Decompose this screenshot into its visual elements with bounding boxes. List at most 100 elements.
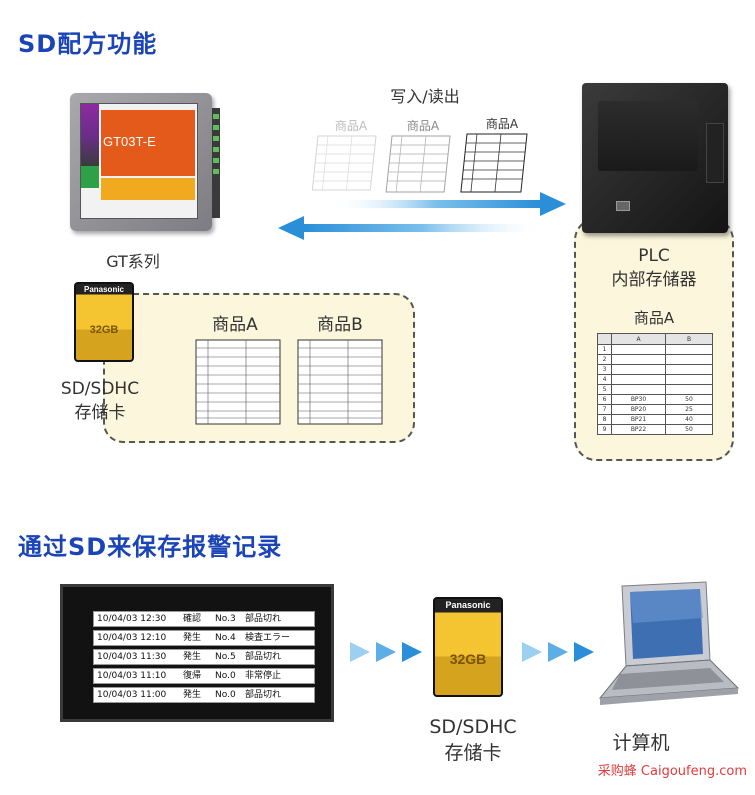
read-arrow-left [278,216,544,240]
plc-label-line2: 内部存储器 [611,270,697,290]
plc-table-cell: 4 [597,374,612,385]
plc-table-cell: 7 [597,404,612,415]
chevron-arrow-icon [522,642,542,662]
chevron-arrow-icon [350,642,370,662]
plc-table-cell: 5 [597,384,612,395]
alarm-type: 復帰 [183,671,202,681]
alarm-time: 10/04/03 11:30 [97,652,167,662]
section-title-alarm-log: 通过SD来保存报警记录 [18,533,283,561]
flying-table-title-2: 商品A [406,119,440,133]
alarm-time: 10/04/03 12:30 [97,614,167,624]
flying-table-3 [460,133,528,193]
sd-card-capacity: 32GB [89,324,119,336]
plc-table-cell: BP20 [611,404,666,415]
alarm-time: 10/04/03 11:00 [97,690,167,700]
plc-col-a: A [611,333,666,345]
alarm-no: No.3 [215,614,236,624]
sd-label-2-line2: 存储卡 [444,742,502,764]
plc-table-row: 4 [597,374,713,385]
alarm-row: 10/04/03 12:30 確認 No.3 部品切れ [93,611,315,627]
plc-table-cell: 2 [597,354,612,365]
laptop-icon [598,581,740,705]
plc-device [582,83,728,233]
gt-series-label: GT系列 [106,252,160,271]
alarm-no: No.5 [215,652,236,662]
alarm-type: 発生 [183,652,202,662]
sd-card-1: Panasonic 32GB [74,282,134,362]
sd-card-capacity: 32GB [449,651,487,667]
alarm-time: 10/04/03 11:10 [97,671,167,681]
plc-table-cell [611,354,666,365]
sd-table-b [297,339,383,425]
plc-table-cell [665,364,713,375]
plc-table-title: 商品A [633,309,675,327]
chevron-arrow-icon [574,642,594,662]
plc-table-cell [611,384,666,395]
plc-table-cell: 1 [597,344,612,355]
sd-table-a [195,339,281,425]
plc-col-b: B [665,333,713,345]
plc-table-cell: BP21 [611,414,666,425]
sd-card-2: Panasonic 32GB [433,597,503,697]
chevron-arrow-icon [548,642,568,662]
arrows-sd-to-pc [522,642,594,662]
alarm-type: 確認 [183,614,202,624]
plc-table-row: 1 [597,344,713,355]
gt-screen: GT03T-E [80,103,198,219]
chevron-arrow-icon [402,642,422,662]
plc-table-cell: 6 [597,394,612,405]
table-a-title: 商品A [212,315,258,335]
pc-label: 计算机 [612,732,670,754]
write-arrow-right [330,192,566,216]
chevron-arrow-icon [376,642,396,662]
flying-table-1 [311,135,377,191]
plc-table-row: 5 [597,384,713,395]
watermark: 采购蜂 Caigoufeng.com [597,764,747,779]
alarm-no: No.0 [215,690,236,700]
sd-label-2-line1: SD/SDHC [429,716,517,738]
alarm-msg: 部品切れ [245,652,282,662]
plc-table-cell [611,344,666,355]
gt-side-leds [212,108,220,218]
plc-table-cell: 50 [665,394,713,405]
plc-table-cell: 40 [665,414,713,425]
flying-table-2 [385,135,451,193]
plc-table-cell [665,354,713,365]
plc-table-cell: BP22 [611,424,666,435]
plc-table-cell: 8 [597,414,612,425]
alarm-msg: 部品切れ [245,614,282,624]
flying-table-title-3: 商品A [485,117,519,131]
plc-table-cell [665,384,713,395]
plc-table-cell [665,344,713,355]
plc-label-line1: PLC [638,246,670,266]
alarm-msg: 部品切れ [245,690,282,700]
arrows-display-to-sd [350,642,422,662]
read-write-label: 写入/读出 [390,87,460,106]
plc-table-row: 3 [597,364,713,375]
sd-label-1-line1: SD/SDHC [60,379,140,399]
plc-table-cell [611,374,666,385]
plc-table-cell: 9 [597,424,612,435]
plc-table-cell: BP30 [611,394,666,405]
alarm-msg: 検査エラー [245,633,291,643]
plc-table-cell: 3 [597,364,612,375]
alarm-row: 10/04/03 11:30 発生 No.5 部品切れ [93,649,315,665]
alarm-time: 10/04/03 12:10 [97,633,167,643]
plc-table-header: A B [597,333,713,345]
table-b-title: 商品B [317,315,363,335]
gt-model-label: GT03T-E [103,134,156,149]
alarm-no: No.0 [215,671,236,681]
plc-table-cell: 50 [665,424,713,435]
section-title-sd-recipe: SD配方功能 [18,30,158,58]
